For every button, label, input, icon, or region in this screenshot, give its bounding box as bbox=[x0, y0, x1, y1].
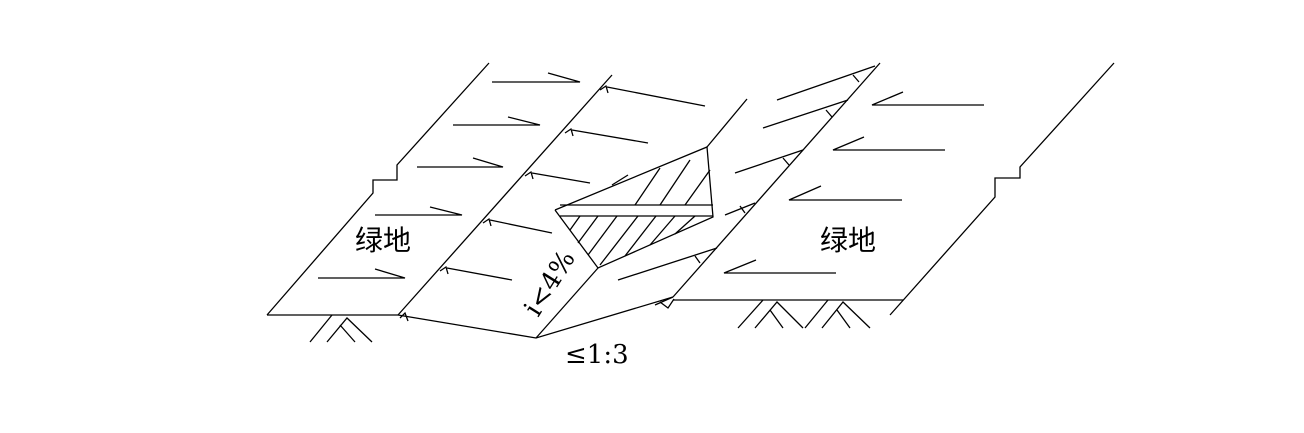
left-slope-lines bbox=[399, 84, 706, 322]
green-space-label-right: 绿地 bbox=[820, 224, 876, 257]
left-green-area bbox=[266, 62, 581, 316]
check-dam-hatched bbox=[554, 146, 714, 269]
left-flow-arrows bbox=[318, 72, 581, 279]
green-space-label-left: 绿地 bbox=[355, 224, 411, 257]
right-flow-arrows bbox=[723, 91, 984, 274]
ground-hatch-left bbox=[309, 314, 373, 343]
right-slope-lines bbox=[617, 65, 876, 309]
swale-channel bbox=[397, 62, 881, 339]
ground-hatch-right bbox=[737, 299, 871, 329]
right-green-area bbox=[673, 62, 1115, 316]
side-slope-label: ≤1:3 bbox=[565, 340, 629, 370]
longitudinal-slope-label: i<4% bbox=[518, 245, 581, 321]
